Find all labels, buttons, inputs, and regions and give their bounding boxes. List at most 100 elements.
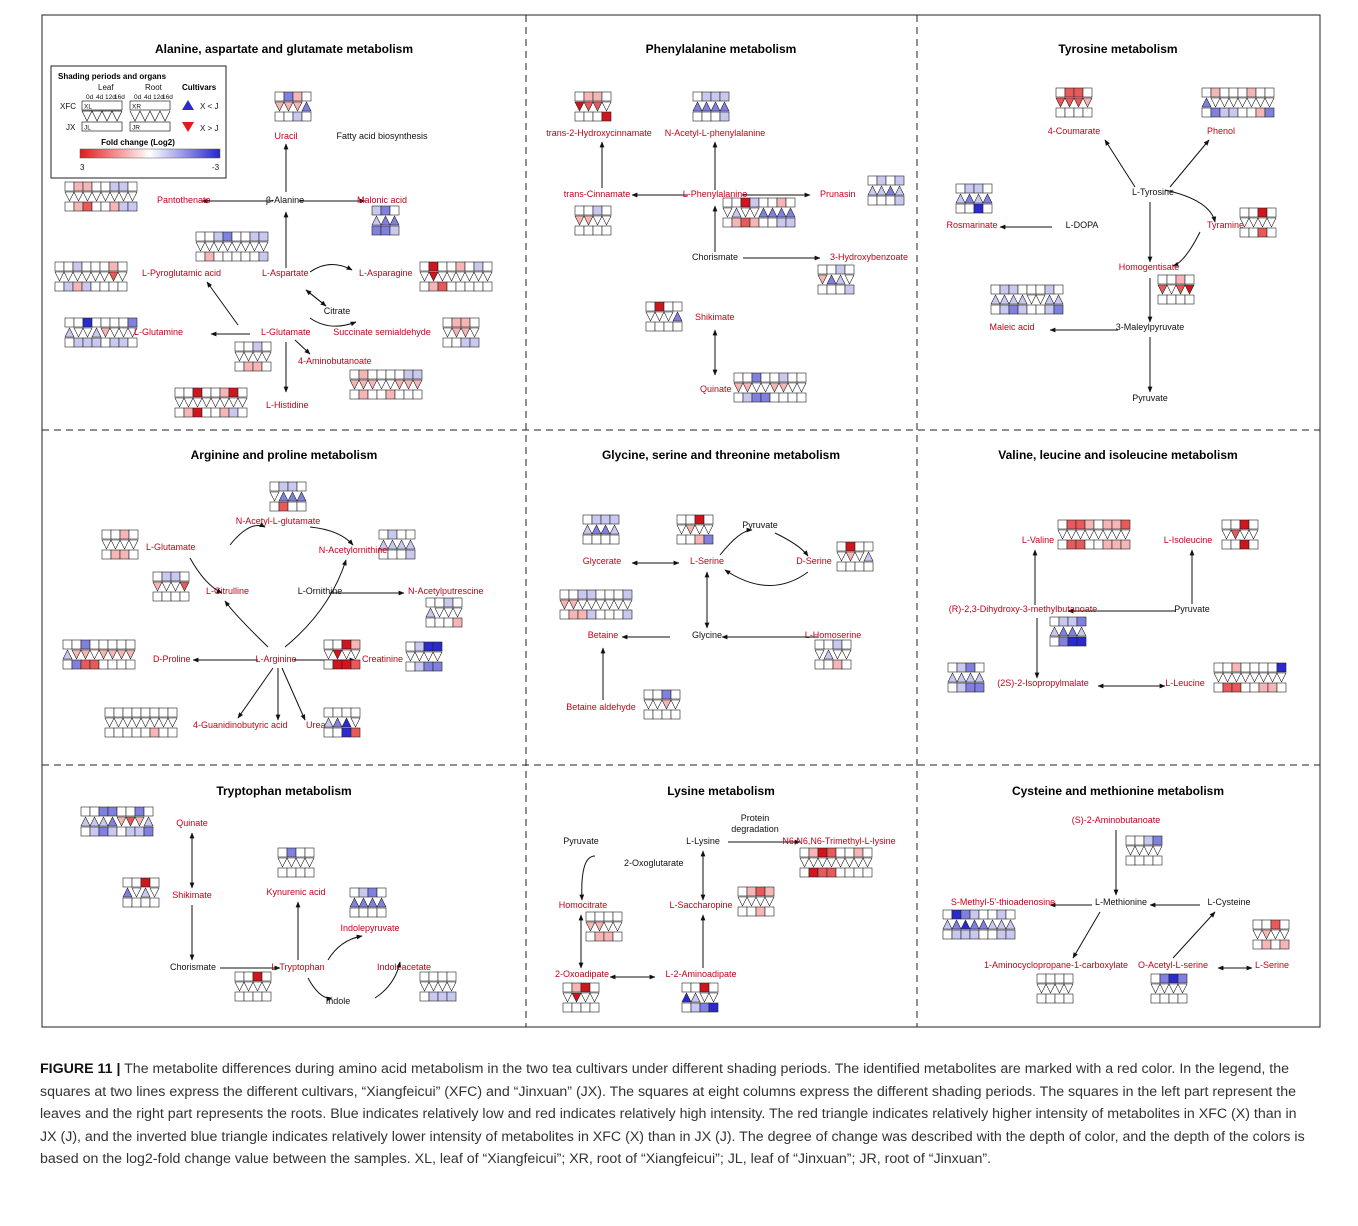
heat-cell bbox=[195, 251, 206, 262]
heat-cell bbox=[708, 1002, 719, 1013]
heat-cell bbox=[109, 337, 120, 348]
reaction-curve bbox=[719, 527, 753, 556]
heat-cell bbox=[1152, 835, 1163, 846]
legend-leaf: Leaf bbox=[98, 83, 114, 92]
diff-triangle bbox=[192, 397, 203, 408]
heat-cell bbox=[349, 369, 360, 380]
heat-cell bbox=[982, 203, 993, 214]
diff-triangle bbox=[764, 896, 775, 907]
heat-cell bbox=[796, 372, 807, 383]
heat-cell bbox=[323, 659, 334, 670]
metabolite-l-glutamate-2: L-Glutamate bbox=[146, 542, 196, 552]
heat-cell bbox=[170, 571, 181, 582]
heat-cell bbox=[749, 217, 760, 228]
diff-triangle bbox=[583, 101, 594, 112]
diff-triangle bbox=[80, 649, 91, 660]
diff-triangle bbox=[1257, 217, 1268, 228]
heat-cell bbox=[127, 337, 138, 348]
diff-triangle bbox=[341, 717, 352, 728]
heat-cell bbox=[64, 317, 75, 328]
heat-cell bbox=[1257, 207, 1268, 218]
heatmap-glyph bbox=[814, 639, 852, 670]
diff-triangle bbox=[385, 379, 396, 390]
heat-cell bbox=[787, 372, 798, 383]
heat-cell bbox=[350, 727, 361, 738]
heatmap-glyph bbox=[643, 689, 681, 720]
heat-cell bbox=[799, 867, 810, 878]
heat-cell bbox=[118, 337, 129, 348]
heat-cell bbox=[104, 727, 115, 738]
reaction-curve bbox=[774, 532, 809, 557]
heat-cell bbox=[204, 251, 215, 262]
diff-triangle bbox=[277, 857, 288, 868]
heat-cell bbox=[862, 847, 873, 858]
diff-triangle bbox=[1017, 294, 1028, 305]
heat-cell bbox=[580, 1002, 591, 1013]
metabolite-l-aspartate: L-Aspartate bbox=[262, 268, 309, 278]
heat-cell bbox=[612, 931, 623, 942]
diff-triangle bbox=[841, 649, 852, 660]
heat-cell bbox=[108, 281, 119, 292]
diff-triangle bbox=[574, 101, 585, 112]
node-fatty-acid: Fatty acid biosynthesis bbox=[336, 131, 428, 141]
heat-cell bbox=[98, 826, 109, 837]
heat-cell bbox=[703, 534, 714, 545]
diff-triangle bbox=[292, 101, 303, 112]
metabolite-maleic-acid: Maleic acid bbox=[989, 322, 1034, 332]
heat-cell bbox=[947, 682, 958, 693]
heat-cell bbox=[586, 589, 597, 600]
heat-cell bbox=[703, 514, 714, 525]
diff-triangle bbox=[100, 191, 111, 202]
diff-triangle bbox=[844, 857, 855, 868]
heat-cell bbox=[99, 261, 110, 272]
metabolite-d-proline: D-Proline bbox=[153, 654, 191, 664]
diff-triangle bbox=[1093, 529, 1104, 540]
legend-title: Shading periods and organs bbox=[58, 72, 167, 81]
heat-cell bbox=[1231, 662, 1242, 673]
node-citrate: Citrate bbox=[324, 306, 351, 316]
heat-cell bbox=[128, 529, 139, 540]
heat-cell bbox=[62, 639, 73, 650]
heat-cell bbox=[731, 197, 742, 208]
heat-cell bbox=[1213, 682, 1224, 693]
diff-triangle bbox=[62, 649, 73, 660]
heat-cell bbox=[1045, 973, 1056, 984]
heat-cell bbox=[179, 571, 190, 582]
heat-cell bbox=[274, 91, 285, 102]
heat-cell bbox=[1120, 539, 1131, 550]
heat-cell bbox=[731, 217, 742, 228]
diff-triangle bbox=[1239, 217, 1250, 228]
diff-triangle bbox=[149, 717, 160, 728]
heatmap-glyph bbox=[562, 982, 600, 1013]
heat-cell bbox=[978, 929, 989, 940]
heat-cell bbox=[841, 639, 852, 650]
heat-cell bbox=[231, 231, 242, 242]
heatmap-glyph bbox=[1157, 274, 1195, 305]
panel-title: Tyrosine metabolism bbox=[1058, 42, 1177, 56]
heat-cell bbox=[681, 982, 692, 993]
diff-triangle bbox=[378, 539, 389, 550]
reaction-curve bbox=[1164, 189, 1217, 223]
heat-cell bbox=[1270, 919, 1281, 930]
diff-triangle bbox=[1067, 626, 1078, 637]
heat-cell bbox=[740, 217, 751, 228]
diff-triangle bbox=[685, 524, 696, 535]
metabolite-tyramine: Tyramine bbox=[1207, 220, 1244, 230]
heat-cell bbox=[594, 931, 605, 942]
heat-cell bbox=[867, 175, 878, 186]
heat-cell bbox=[1075, 519, 1086, 530]
heat-cell bbox=[1175, 274, 1186, 285]
heat-cell bbox=[1228, 87, 1239, 98]
diff-triangle bbox=[234, 351, 245, 362]
diff-triangle bbox=[1249, 672, 1260, 683]
heat-cell bbox=[482, 261, 493, 272]
heat-cell bbox=[125, 639, 136, 650]
heat-cell bbox=[371, 205, 382, 216]
heat-cell bbox=[376, 389, 387, 400]
diff-triangle bbox=[387, 539, 398, 550]
diff-triangle bbox=[1168, 983, 1179, 994]
diff-triangle bbox=[174, 397, 185, 408]
heat-cell bbox=[1248, 539, 1259, 550]
heat-cell bbox=[428, 971, 439, 982]
heat-cell bbox=[332, 727, 343, 738]
